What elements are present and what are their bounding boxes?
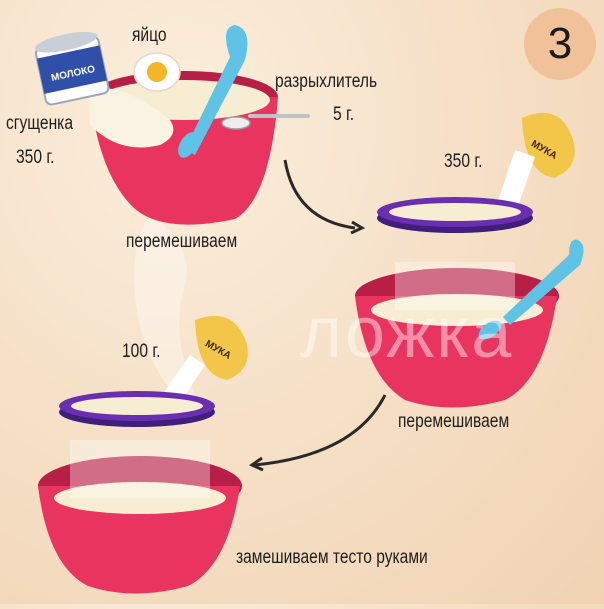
label-knead: замешиваем тесто руками [236, 547, 428, 568]
measuring-spoon-icon [221, 114, 310, 130]
arrow-1 [283, 159, 356, 230]
spoon-icon [178, 25, 248, 158]
sieve-1 [377, 197, 533, 233]
label-flour-amount-2: 100 г. [122, 341, 161, 362]
bowl-kneading [38, 440, 242, 594]
label-baking-powder-amount: 5 г. [333, 104, 355, 125]
step-badge: 3 [524, 8, 596, 80]
arrow-2-head [248, 456, 264, 472]
watermark-figure [134, 215, 195, 395]
label-condensed-milk-amount: 350 г. [16, 147, 55, 168]
arrow-2 [254, 394, 387, 467]
flour-bag-1 [495, 112, 575, 215]
label-baking-powder: разрыхлитель [275, 71, 378, 92]
arrow-1-head [350, 220, 366, 235]
label-mix-2: перемешиваем [398, 411, 510, 432]
sieve-2 [59, 391, 215, 427]
label-mix-1: перемешиваем [126, 231, 238, 252]
condensed-milk-can [34, 31, 110, 106]
egg-icon [133, 52, 181, 92]
bowl-mixing-2 [355, 262, 559, 408]
label-eggs: яйцо [132, 25, 167, 46]
label-condensed-milk: сгущенка [6, 113, 74, 134]
spoon-icon-2 [478, 239, 584, 340]
watermark-text: ложка [300, 293, 514, 373]
label-flour-amount-1: 350 г. [444, 151, 483, 172]
step-number: 3 [547, 19, 573, 68]
